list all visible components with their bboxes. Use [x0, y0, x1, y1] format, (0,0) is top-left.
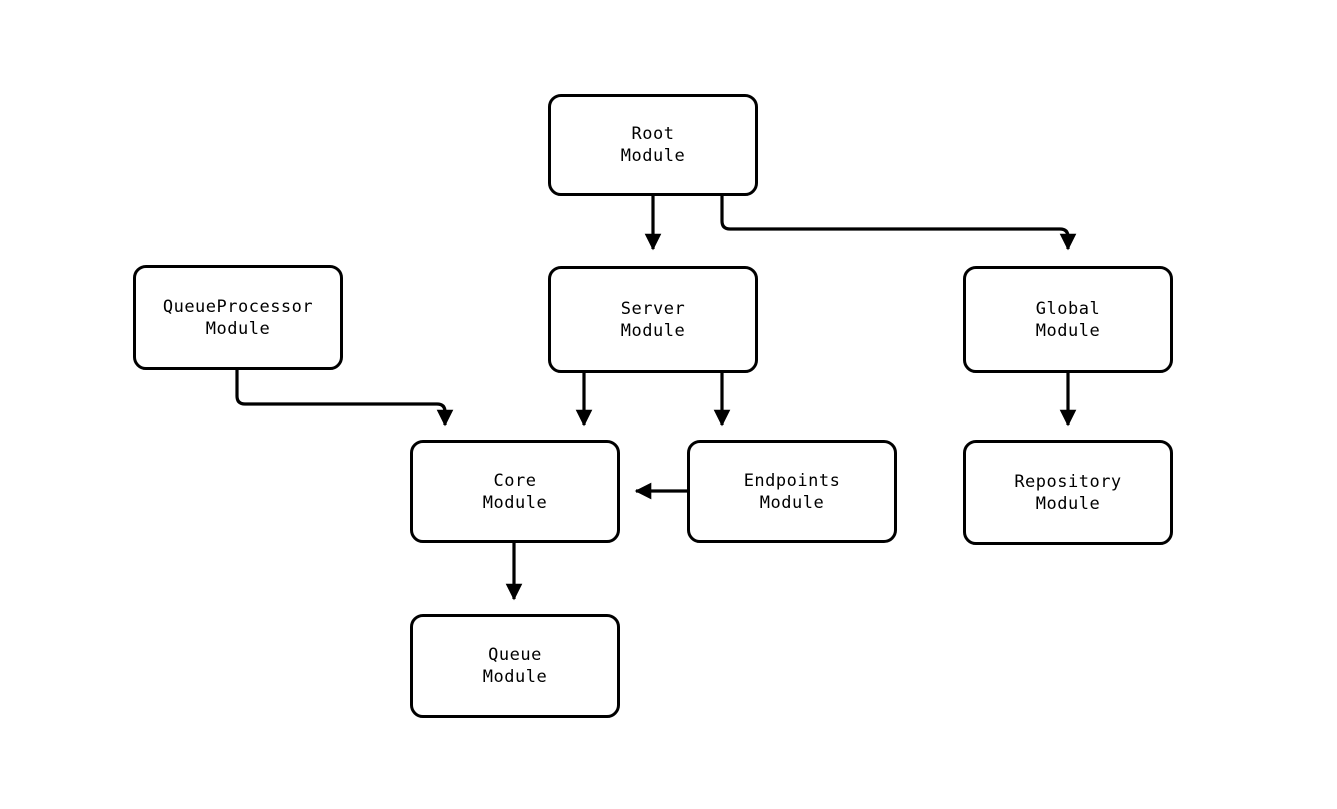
node-root-module[interactable]: Root Module	[548, 94, 758, 196]
node-endpoints-module[interactable]: Endpoints Module	[687, 440, 897, 543]
node-global-module[interactable]: Global Module	[963, 266, 1173, 373]
node-repository-module[interactable]: Repository Module	[963, 440, 1173, 545]
node-core-module[interactable]: Core Module	[410, 440, 620, 543]
edge-root-to-global	[720, 196, 1077, 251]
node-root-module-label-line2: Module	[620, 146, 686, 166]
node-core-module-label-line1: Core	[493, 470, 537, 491]
node-endpoints-module-label-line2: Module	[759, 492, 825, 513]
node-queue-module[interactable]: Queue Module	[410, 614, 620, 718]
node-server-module-label-line2: Module	[620, 320, 686, 341]
node-queue-module-label-line2: Module	[482, 667, 548, 687]
node-repository-module-label-line1: Repository	[1014, 471, 1122, 492]
edge-queueprocessor-to-core	[235, 370, 454, 427]
node-queueprocessor-module-label-line2: Module	[205, 318, 271, 339]
node-server-module[interactable]: Server Module	[548, 266, 758, 373]
node-server-module-label-line1: Server	[620, 298, 686, 319]
node-queueprocessor-module-label-line1: QueueProcessor	[162, 296, 314, 317]
node-endpoints-module-label-line1: Endpoints	[743, 470, 841, 491]
node-global-module-label-line1: Global	[1035, 298, 1101, 319]
node-queueprocessor-module[interactable]: QueueProcessor Module	[133, 265, 343, 370]
node-root-module-label-line1: Root	[631, 124, 675, 144]
node-core-module-label-line2: Module	[482, 492, 548, 513]
node-queue-module-label-line1: Queue	[488, 645, 542, 665]
node-global-module-label-line2: Module	[1035, 320, 1101, 341]
node-repository-module-label-line2: Module	[1035, 493, 1101, 514]
